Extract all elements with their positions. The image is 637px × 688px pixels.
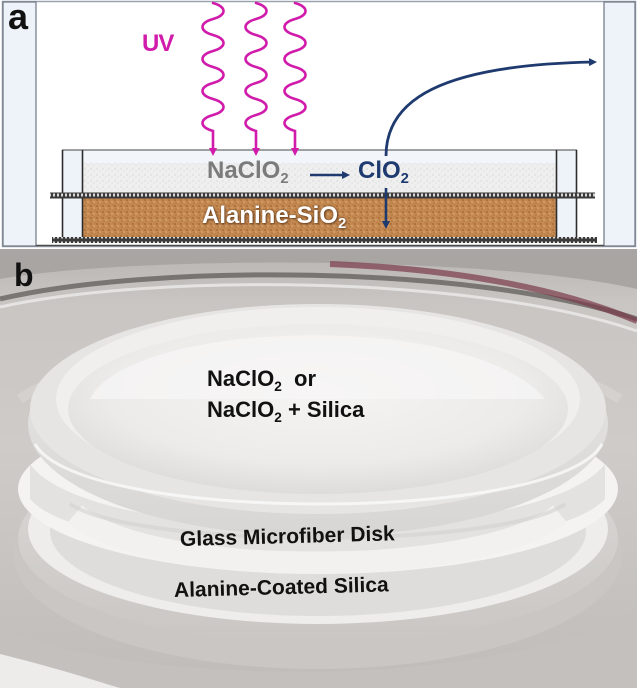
panel-label-a: a: [8, 0, 29, 37]
reactor-photo: [0, 249, 637, 688]
uv-label: UV: [142, 30, 174, 57]
panel-b-photo: b NaClO2 or NaClO2 + Silica Glass Microf…: [0, 249, 637, 688]
product-label: ClO2: [358, 157, 409, 188]
panel-a-schematic: a UV NaClO2 ClO2 Alanine-SiO2: [0, 0, 637, 248]
left-chamber-wall: [2, 1, 37, 247]
escape-arrow-icon: [384, 58, 597, 157]
reactant-label: NaClO2: [207, 157, 289, 188]
right-chamber-wall: [603, 1, 636, 247]
panel-label-b: b: [14, 257, 34, 293]
alanine-silica-layer: [82, 198, 557, 237]
reactor-schematic: [1, 0, 637, 248]
uv-waves-icon: [201, 1, 307, 156]
upper-mesh: [50, 192, 595, 199]
lower-mesh: [52, 237, 597, 243]
reactant-photo-label-line2: NaClO2 + Silica: [207, 397, 365, 425]
reactant-photo-label-line1: NaClO2 or: [207, 366, 317, 394]
substrate-label: Alanine-SiO2: [202, 202, 347, 233]
